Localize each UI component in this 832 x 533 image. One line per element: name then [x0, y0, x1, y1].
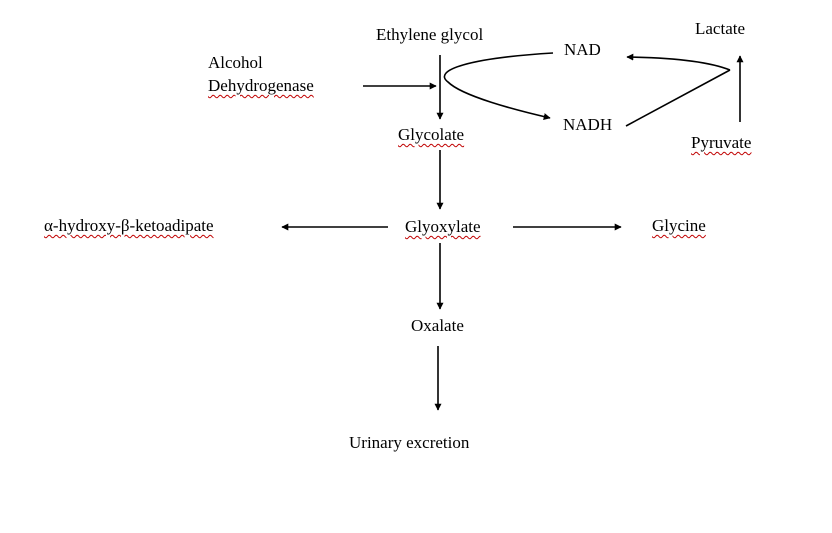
node-lactate: Lactate — [695, 19, 746, 38]
node-alcohol-dehydrogenase-line1: Alcohol — [208, 53, 263, 72]
arrow-to-nad-head-segment — [626, 53, 731, 71]
node-glycine: Glycine — [652, 216, 706, 235]
node-urinary-excretion: Urinary excretion — [349, 433, 470, 452]
node-nad: NAD — [564, 40, 601, 59]
node-nadh: NADH — [563, 115, 613, 134]
node-oxalate: Oxalate — [411, 316, 464, 335]
node-pyruvate: Pyruvate — [691, 133, 752, 152]
node-glyoxylate: Glyoxylate — [405, 217, 481, 236]
arrow-nadh-to-nad — [625, 69, 731, 127]
node-alcohol-dehydrogenase-line2: Dehydrogenase — [208, 76, 314, 95]
node-ethylene-glycol: Ethylene glycol — [376, 25, 484, 44]
node-hydroxy-ketoadipate: α-hydroxy-β-ketoadipate — [44, 216, 214, 235]
node-glycolate: Glycolate — [398, 125, 465, 144]
arrow-nad-to-nadh-curve — [443, 52, 554, 121]
